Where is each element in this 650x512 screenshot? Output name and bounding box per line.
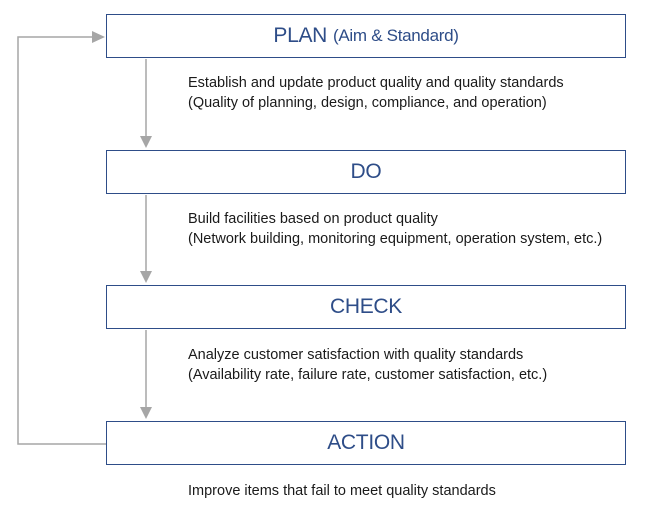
- step-title: ACTION: [327, 431, 405, 454]
- step-box-check: CHECK: [106, 285, 626, 329]
- step-box-do: DO: [106, 150, 626, 194]
- arrow-down-icon: [140, 271, 152, 283]
- step-description-action: Improve items that fail to meet quality …: [188, 481, 496, 501]
- step-subtitle: (Aim & Standard): [333, 26, 459, 45]
- description-line: Establish and update product quality and…: [188, 75, 564, 91]
- step-box-plan: PLAN (Aim & Standard): [106, 14, 626, 58]
- step-title: CHECK: [329, 295, 402, 318]
- description-line: Analyze customer satisfaction with quali…: [188, 347, 524, 363]
- step-title: DO: [350, 160, 382, 183]
- step-box-action: ACTION: [106, 421, 626, 465]
- arrow-right-icon: [92, 31, 105, 43]
- description-line: (Quality of planning, design, compliance…: [188, 95, 547, 111]
- arrow-down-icon: [140, 407, 152, 419]
- description-line: Improve items that fail to meet quality …: [188, 483, 496, 499]
- description-line: (Network building, monitoring equipment,…: [188, 231, 603, 247]
- description-line: Build facilities based on product qualit…: [188, 211, 438, 227]
- step-title: PLAN: [273, 24, 328, 47]
- step-description-do: Build facilities based on product qualit…: [188, 209, 602, 249]
- description-line: (Availability rate, failure rate, custom…: [188, 367, 548, 383]
- arrow-down-icon: [140, 136, 152, 148]
- step-description-plan: Establish and update product quality and…: [188, 73, 564, 113]
- step-description-check: Analyze customer satisfaction with quali…: [188, 345, 547, 385]
